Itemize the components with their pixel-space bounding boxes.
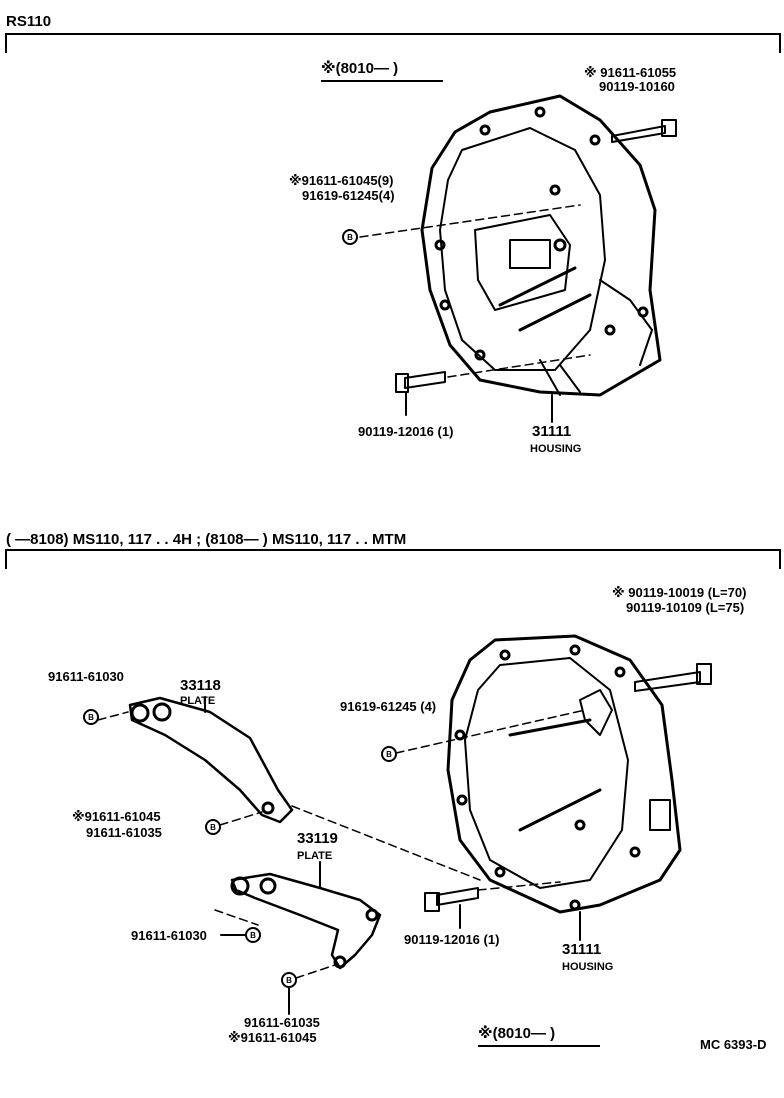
plate2-part-number: 33119: [297, 830, 338, 847]
section-2-title: ( —8108) MS110, 117 . . 4H ; (8108— ) MS…: [6, 531, 407, 548]
plate1-part-number: 33118: [180, 677, 221, 694]
plate1-bolt-part: 91611-61030: [48, 669, 124, 684]
washer-icon: [342, 229, 358, 245]
bolt-top-part-2: 90119-10160: [599, 79, 675, 94]
svg-text:B: B: [210, 823, 216, 832]
svg-text:B: B: [286, 976, 292, 985]
section-1-title: RS110: [6, 13, 52, 30]
svg-text:B: B: [88, 713, 94, 722]
section-2-frame: [5, 549, 781, 569]
section-1-date-note: ※(8010— ): [321, 60, 399, 77]
housing-part-number: 31111: [562, 941, 602, 958]
bolt-left-part-2: 91619-61245(4): [302, 188, 395, 203]
bolt-lower-top: [634, 663, 712, 692]
date-note-underline: [478, 1045, 600, 1047]
plate2-lower-part-2: ※91611-61045: [228, 1030, 317, 1045]
section-2-date-note: ※(8010— ): [478, 1025, 556, 1042]
plate2-bolt-part: 91611-61030: [131, 928, 207, 943]
plate-33118: [128, 696, 294, 824]
housing-bolt-part: 91619-61245 (4): [340, 699, 437, 714]
bolt-top-part-2: 90119-10109 (L=75): [626, 600, 745, 615]
bolt-top-part-1: ※ 90119-10019 (L=70): [612, 585, 747, 600]
bolt-lower-bottom: [424, 887, 479, 929]
bolt-top-part-1: ※ 91611-61055: [584, 65, 677, 80]
section-1-frame: [5, 33, 781, 53]
bolt-bottom-part: 90119-12016 (1): [358, 424, 454, 439]
figure-code: MC 6393-D: [700, 1037, 767, 1052]
housing-lower: [446, 634, 682, 914]
plate-33119: [230, 861, 382, 970]
svg-text:B: B: [386, 750, 392, 759]
svg-text:B: B: [347, 233, 353, 242]
housing-part-name: HOUSING: [530, 443, 582, 455]
svg-text:B: B: [250, 931, 256, 940]
bolt-left-part-1: ※91611-61045(9): [289, 173, 394, 188]
housing-part-number: 31111: [532, 423, 572, 440]
plate2-lower-part-1: 91611-61035: [244, 1015, 320, 1030]
plate2-part-name: PLATE: [297, 850, 333, 862]
bolt-upper-top: [611, 119, 677, 143]
bolt-upper-bottom: [395, 371, 446, 416]
date-note-underline: [321, 80, 443, 82]
plate1-lower-part-2: 91611-61035: [86, 825, 162, 840]
plate1-lower-part-1: ※91611-61045: [72, 809, 161, 824]
housing-upper: [420, 94, 662, 397]
housing-bottom-bolt-part: 90119-12016 (1): [404, 932, 500, 947]
plate1-part-name: PLATE: [180, 695, 216, 707]
housing-part-name: HOUSING: [562, 961, 614, 973]
